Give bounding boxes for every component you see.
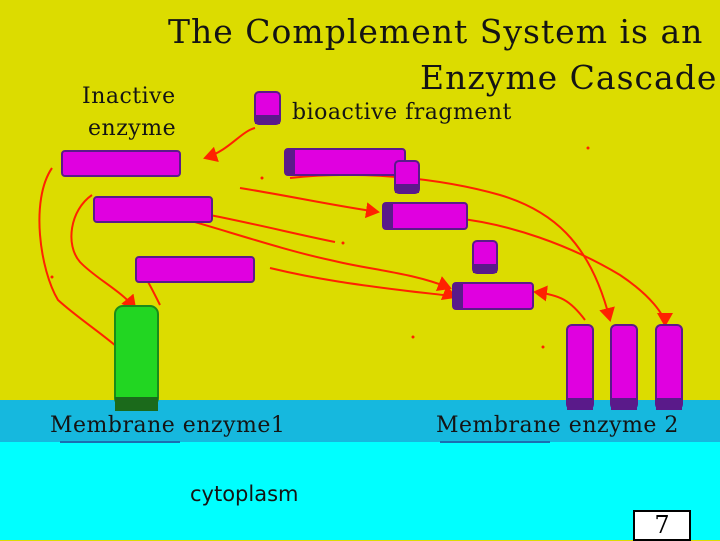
- arrow-inactive1-to-enzyme1: [38, 167, 132, 360]
- label-bioactive-fragment: bioactive fragment: [292, 100, 512, 125]
- active-enzyme-2: [382, 202, 468, 230]
- arrow-inactive3-to-center: [209, 214, 336, 243]
- title-line-2: Enzyme Cascade: [420, 58, 718, 97]
- label-cytoplasm: cytoplasm: [190, 482, 299, 506]
- arrow-center-to-inactive4: [269, 267, 457, 300]
- cytoplasm-region: [0, 442, 720, 540]
- label-membrane-enzyme-2: Membrane enzyme 2: [436, 413, 679, 438]
- inactive-enzyme-2: [93, 196, 213, 223]
- arrow-long-to-enzyme2-b: [454, 217, 673, 327]
- inactive-enzyme-1: [61, 150, 181, 177]
- page-number: 7: [633, 510, 691, 541]
- arrow-enzyme2-to-inactive4: [533, 285, 586, 321]
- membrane-underline-left: [60, 441, 180, 443]
- label-inactive-line-2: enzyme: [88, 116, 177, 141]
- title-line-1: The Complement System is an: [168, 12, 704, 51]
- active-enzyme-1: [284, 148, 406, 176]
- membrane-underline-right: [440, 441, 550, 443]
- inactive-enzyme-3: [135, 256, 255, 283]
- membrane-enzyme-1: [114, 305, 159, 411]
- label-inactive-line-1: Inactive: [82, 84, 176, 109]
- arrow-fragment1-to-inactive1: [203, 127, 256, 162]
- active-enzyme-3: [452, 282, 534, 310]
- arrow-inactive2-to-enzyme1: [70, 194, 137, 310]
- membrane-enzyme-2: [566, 324, 683, 410]
- label-membrane-enzyme-1: Membrane enzyme1: [50, 413, 286, 438]
- arrow-inactive2-to-upper: [239, 187, 380, 219]
